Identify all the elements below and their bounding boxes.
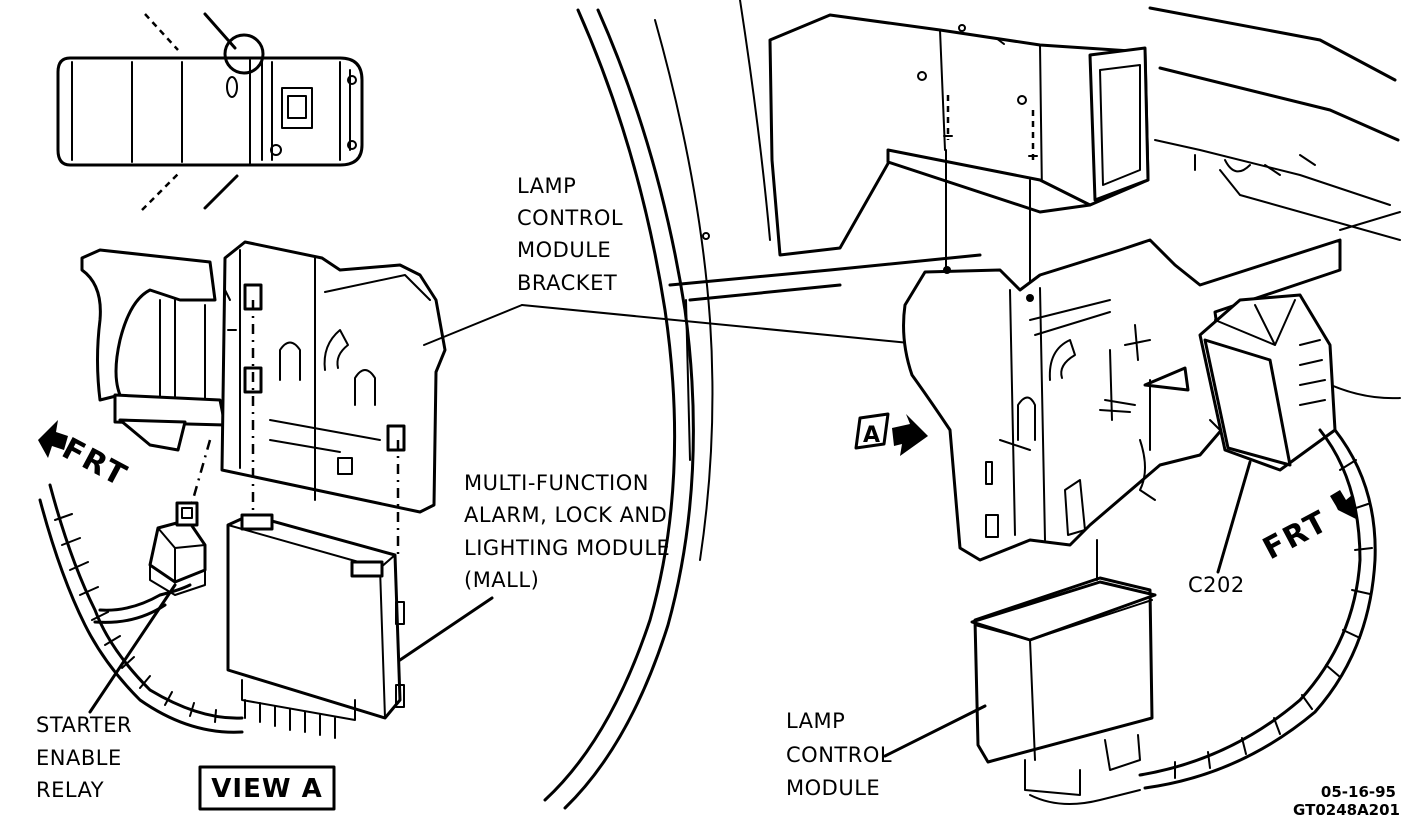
mall-callout: MULTI-FUNCTION ALARM, LOCK AND LIGHTING …	[398, 471, 670, 662]
view-a-marker-letter: A	[863, 423, 881, 448]
upper-duct	[768, 13, 1150, 257]
frt-label-right: FRT	[1257, 504, 1334, 567]
lamp-control-module	[970, 539, 1157, 805]
lcm-bracket-label-line2: CONTROL	[517, 206, 623, 230]
lamp-control-module-bracket	[902, 238, 1342, 562]
lcm-bracket-label-line1: LAMP	[517, 174, 576, 198]
figure-codes: 05-16-95 GT0248A201	[1293, 783, 1400, 819]
figure-code: GT0248A201	[1293, 801, 1400, 819]
mall-label-line3: LIGHTING MODULE	[464, 536, 670, 560]
view-a-caption: VIEW A	[198, 765, 336, 811]
lcm-bracket-label-line4: BRACKET	[517, 271, 617, 295]
frt-arrow-right: FRT	[1257, 490, 1358, 567]
c202-connector	[1198, 293, 1337, 472]
mall-module	[226, 513, 405, 739]
lcm-label-line3: MODULE	[786, 776, 880, 800]
date-code: 05-16-95	[1321, 783, 1396, 801]
starter-relay-label-line2: ENABLE	[36, 746, 122, 770]
starter-relay-label-line3: RELAY	[36, 778, 104, 802]
lcm-bracket-label-line3: MODULE	[517, 238, 611, 262]
c202-callout: C202	[1188, 460, 1252, 597]
starter-relay-label-line1: STARTER	[36, 713, 132, 737]
vehicle-locator-view	[56, 12, 364, 211]
bracket-detail-left	[80, 240, 447, 514]
lcm-bracket-callout: LAMP CONTROL MODULE BRACKET	[423, 174, 961, 349]
mall-label-line2: ALARM, LOCK AND	[464, 503, 667, 527]
c202-label: C202	[1188, 573, 1245, 597]
alignment-lines-left	[188, 300, 400, 560]
lamp-control-module-callout: LAMP CONTROL MODULE	[786, 704, 987, 800]
lcm-label-line2: CONTROL	[786, 743, 892, 767]
wire-harness-left	[38, 483, 244, 734]
wire-harness-right	[1138, 428, 1377, 790]
starter-relay-callout: STARTER ENABLE RELAY	[36, 583, 177, 802]
frt-label-left: FRT	[56, 431, 133, 494]
view-a-title: VIEW A	[211, 774, 322, 804]
view-a-marker: A	[854, 412, 928, 456]
starter-enable-relay	[148, 501, 207, 596]
mounting-lines-right	[945, 149, 1031, 297]
body-panel-curves	[543, 0, 982, 810]
lcm-label-line1: LAMP	[786, 709, 845, 733]
frt-arrow-left: FRT	[38, 420, 133, 494]
mall-label-line1: MULTI-FUNCTION	[464, 471, 649, 495]
mall-label-line4: (MALL)	[464, 568, 539, 592]
